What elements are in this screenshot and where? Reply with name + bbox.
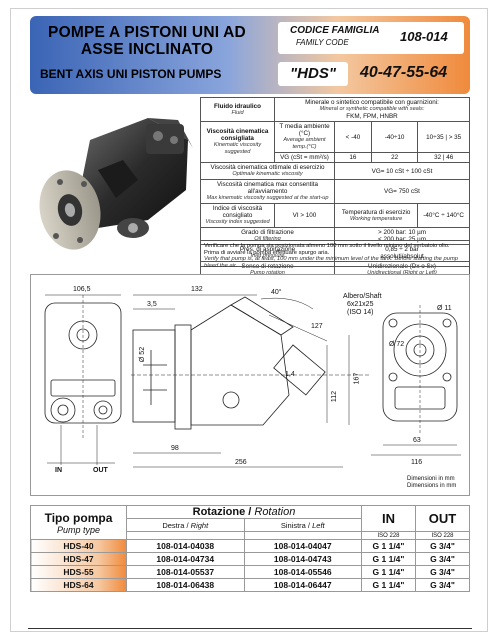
dim-116: 116 (411, 459, 423, 466)
dim-167: 167 (353, 372, 361, 385)
side-mid-block (174, 324, 192, 430)
vi-value-cell: VI > 100 (274, 203, 335, 228)
series-name: "HDS" (278, 62, 348, 86)
installation-note: Verificare che la pompa sia posizionata … (200, 240, 470, 269)
temp-cell-4: | > 35 (443, 133, 462, 141)
title-english: BENT AXIS UNI PISTON PUMPS (40, 67, 222, 81)
series-sizes: 40-47-55-64 (360, 64, 448, 81)
out-port-circle (93, 400, 113, 420)
port-out: G 3/4" (415, 539, 470, 553)
shaft-flange (273, 344, 326, 396)
port-out: G 3/4" (415, 552, 470, 566)
family-code-value: 108-014 (400, 29, 448, 44)
vg-label-cell: VG (cSt = mm²/s) (274, 152, 335, 163)
dimensions-note: Dimensioni in mm Dimensions in mm (407, 476, 457, 489)
wt-value-cell: -40°C ÷ 140°C (417, 203, 470, 228)
dim-106-5: 106,5 (73, 286, 91, 293)
opt-label-cell: Viscosità cinematica ottimale di eserciz… (200, 162, 335, 180)
dim-52: Ø 52 (139, 346, 147, 363)
vg-cell: 22 (370, 152, 419, 163)
in-port-label: IN (55, 467, 62, 474)
port-in: G 1 1/4" (361, 565, 416, 579)
shaft-iso: (ISO 14) (347, 309, 374, 316)
port-in: G 1 1/4" (361, 539, 416, 553)
temp-label-cell: T media ambiente (°C)Average ambient tem… (274, 121, 335, 153)
dim-1-4: 1,4 (285, 371, 295, 378)
right-header: Destra / Right (126, 518, 245, 532)
family-code-label-en: FAMILY CODE (296, 38, 349, 47)
side-port-block (132, 329, 176, 423)
table-row: HDS-64 108-014-06438 108-014-06447 G 1 1… (30, 578, 470, 592)
temp-cell: < -40 (334, 121, 372, 153)
out-port-label: OUT (93, 467, 108, 474)
table-row: HDS-55 108-014-05537 108-014-05546 G 1 1… (30, 565, 470, 579)
dim-112: 112 (331, 390, 339, 403)
vg-cell: 16 (334, 152, 372, 163)
table-row: HDS-47 108-014-04734 108-014-04743 G 1 1… (30, 552, 470, 566)
code-left: 108-014-06447 (243, 578, 362, 592)
dim-98: 98 (171, 445, 179, 452)
code-left: 108-014-04047 (243, 539, 362, 553)
family-code-label: CODICE FAMIGLIA (290, 25, 380, 36)
page-border (10, 8, 488, 632)
code-left: 108-014-04743 (243, 552, 362, 566)
technical-drawing: 106,5 132 3,5 40° 127 Ø 52 98 256 112 16… (30, 274, 470, 496)
header-banner: POMPE A PISTONI UNI AD ASSE INCLINATO BE… (30, 16, 470, 94)
in-port-circle (50, 397, 76, 423)
code-left: 108-014-05546 (243, 565, 362, 579)
opt-value-cell: VG= 10 cSt ÷ 100 cSt (334, 162, 470, 180)
dim-256: 256 (235, 459, 247, 466)
max-value-cell: VG= 750 cSt (334, 179, 470, 204)
code-right: 108-014-05537 (126, 565, 245, 579)
temp-cell: 10÷35 | > 35 (417, 121, 470, 153)
vg-cell: 32 | 46 (417, 152, 470, 163)
rotation-header: Rotazione / Rotation (126, 505, 362, 519)
code-right: 108-014-04038 (126, 539, 245, 553)
dim-63: 63 (413, 437, 421, 444)
port-out: G 3/4" (415, 565, 470, 579)
bottom-rule (28, 628, 472, 629)
pump-illustration (39, 118, 193, 250)
dim-72: Ø 72 (389, 341, 405, 348)
shaft-label: Albero/Shaft (343, 293, 382, 300)
dim-132: 132 (191, 286, 203, 293)
temp-cell: -40÷10 (370, 121, 419, 153)
pump-type: HDS-40 (30, 539, 127, 553)
title-italian: POMPE A PISTONI UNI AD ASSE INCLINATO (48, 24, 246, 58)
dim-3-5: 3,5 (147, 301, 157, 308)
pump-type: HDS-47 (30, 552, 127, 566)
dim-11: Ø 11 (437, 305, 452, 312)
port-out: G 3/4" (415, 578, 470, 592)
code-right: 108-014-04734 (126, 552, 245, 566)
table-row: HDS-40 108-014-04038 108-014-04047 G 1 1… (30, 539, 470, 553)
drawing-svg (44, 294, 461, 468)
fluid-value-cell: Minerale o sintetico compatibile con gua… (274, 97, 470, 122)
vg-cell-4: | 46 (441, 154, 454, 161)
pump-type: HDS-64 (30, 578, 127, 592)
in-header: IN (361, 505, 416, 532)
port-in: G 1 1/4" (361, 552, 416, 566)
iso-out: ISO 228 (415, 531, 470, 540)
family-code-box: CODICE FAMIGLIA FAMILY CODE 108-014 (278, 22, 464, 54)
port-in: G 1 1/4" (361, 578, 416, 592)
left-header: Sinistra / Left (243, 518, 362, 532)
shaft-spec: 6x21x25 (347, 301, 374, 308)
dim-127: 127 (311, 323, 323, 330)
max-label-cell: Viscosità cinematica max consentita all'… (200, 179, 335, 204)
pump-type: HDS-55 (30, 565, 127, 579)
side-body (190, 304, 290, 426)
iso-in: ISO 228 (361, 531, 416, 540)
out-header: OUT (415, 505, 470, 532)
code-right: 108-014-06438 (126, 578, 245, 592)
dim-40: 40° (271, 289, 282, 296)
